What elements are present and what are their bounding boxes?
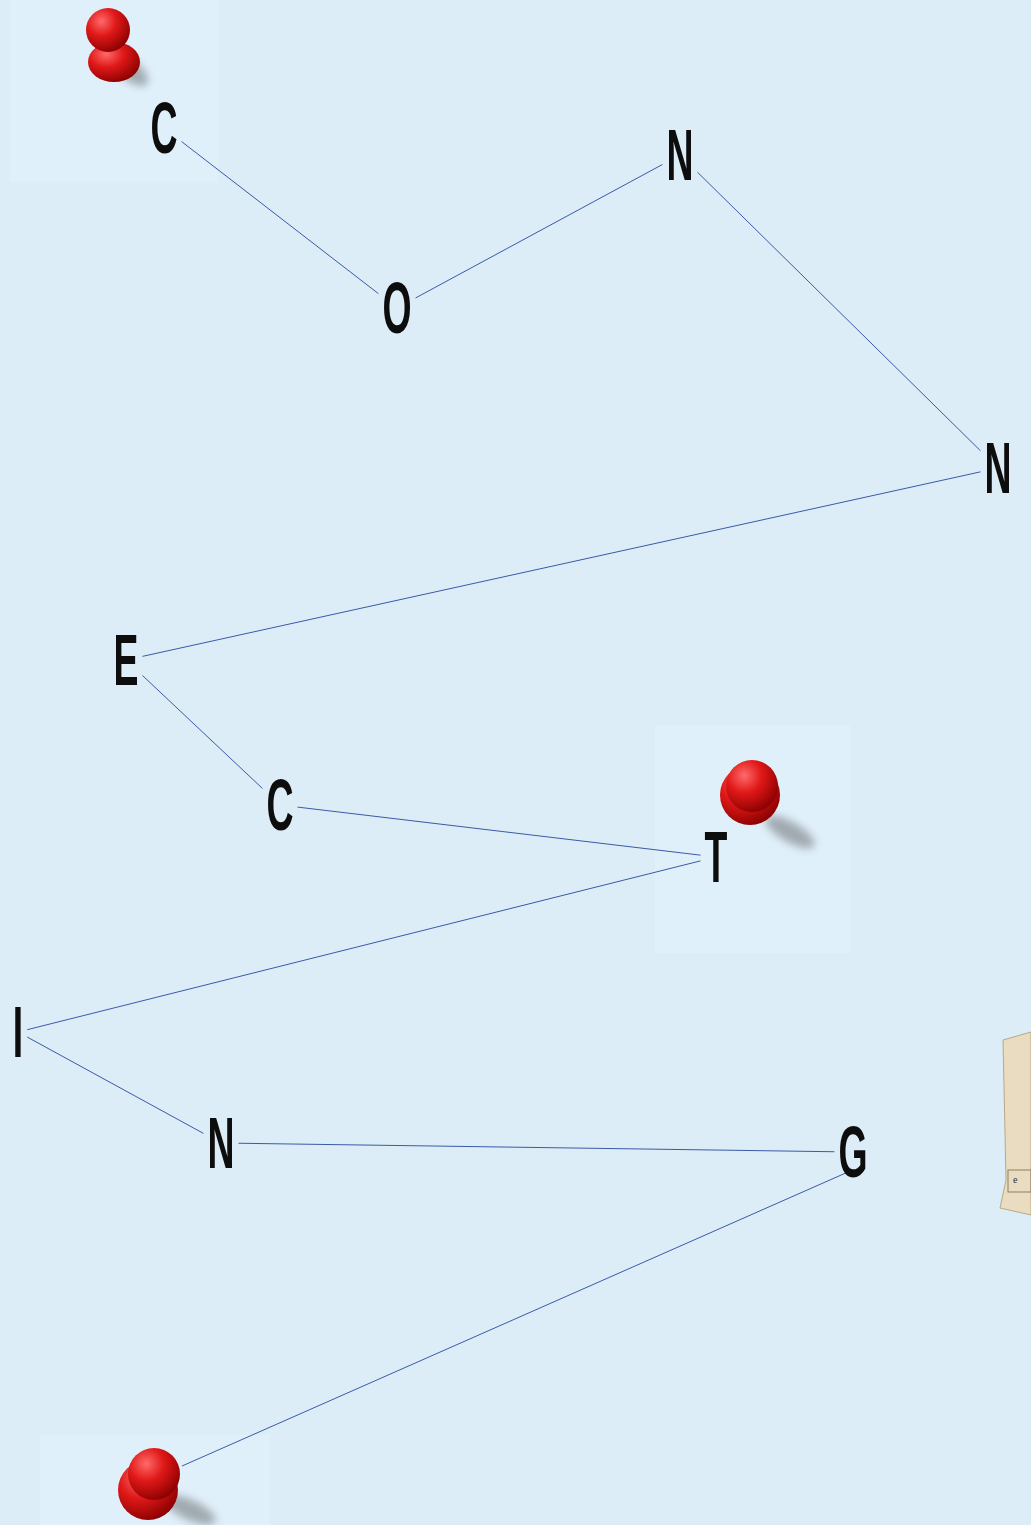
letter-node: N [651,117,709,193]
letter-node: E [99,622,153,698]
letter-text: O [382,272,411,344]
string-line [698,172,981,451]
letter-node: N [192,1105,250,1181]
paper-fragment-text: e [1013,1174,1017,1185]
letter-text: C [150,92,177,164]
string-line [143,676,263,789]
pushpin [118,1448,220,1525]
letter-node: G [822,1114,884,1190]
letter-node: O [366,270,428,346]
pushpin [720,760,819,855]
string-line [27,1037,203,1133]
light-patch [40,1435,270,1525]
paper-scrap [1000,1032,1031,1215]
light-patch [10,0,218,182]
letter-text: I [13,996,23,1068]
string-line [182,1172,848,1466]
letter-node: I [5,994,31,1070]
letter-node: C [251,767,309,843]
string-line [298,807,701,855]
letter-text: E [114,624,139,696]
string-line [239,1143,835,1151]
paper-box [1008,1170,1031,1192]
letter-text: C [266,769,293,841]
letter-text: N [984,432,1011,504]
letter-text: N [666,119,693,191]
pushpin [86,8,153,92]
string-line [182,142,379,294]
letter-node: N [969,430,1027,506]
string-line [143,472,981,657]
string-line [27,861,700,1030]
letter-node: C [135,90,193,166]
letter-text: N [207,1107,234,1179]
letter-text: G [838,1116,867,1188]
string-line [416,164,663,297]
letter-node: T [691,819,741,895]
light-patch [655,725,850,953]
letter-text: T [705,821,728,893]
